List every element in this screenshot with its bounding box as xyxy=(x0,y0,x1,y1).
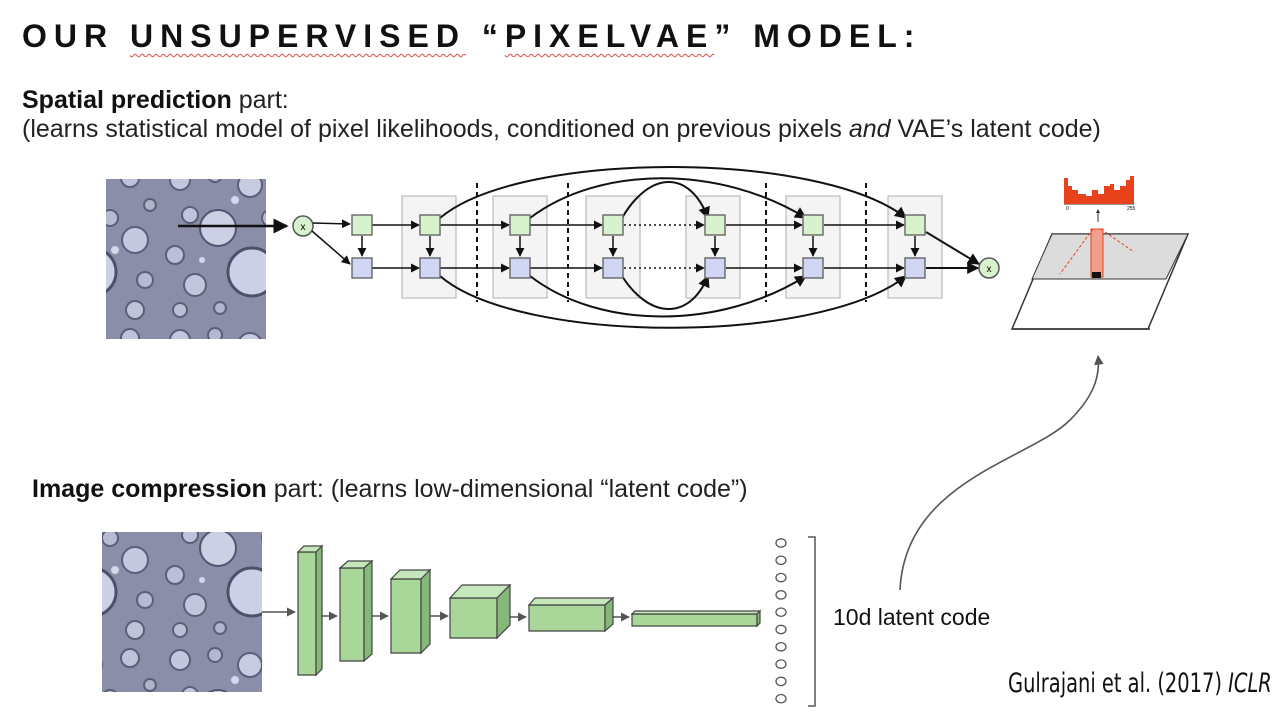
latent-unit-circle xyxy=(775,538,787,548)
block-separators xyxy=(476,183,867,302)
output-merge-node xyxy=(978,257,1000,279)
latent-code-label: 10d latent code xyxy=(833,604,991,630)
layer-group-boxes xyxy=(401,195,943,299)
pixel-histogram: 0 255 xyxy=(1064,176,1136,222)
encoder-layers xyxy=(296,544,762,677)
latent-bracket xyxy=(808,536,816,707)
pixelcnn-nodes xyxy=(351,214,926,279)
latent-unit-circle xyxy=(775,572,787,583)
pixel-plane xyxy=(1010,228,1190,330)
latent-unit-circle xyxy=(775,641,787,652)
latent-unit-circle xyxy=(775,659,787,669)
skip-connections xyxy=(439,166,907,329)
input-merge-node xyxy=(292,215,314,237)
output-merge-symbol: x xyxy=(987,264,992,275)
latent-to-pixelcnn-arrow xyxy=(899,355,1104,591)
latent-unit-circle xyxy=(775,676,787,687)
latent-unit-circle xyxy=(775,624,787,635)
histogram-tick-max: 255 xyxy=(1127,206,1136,212)
latent-unit-circle xyxy=(775,693,787,704)
spatial-heading: Spatial prediction part: xyxy=(22,86,289,114)
citation: Gulrajani et al. (2017) ICLR xyxy=(1008,668,1272,699)
latent-unit-circle xyxy=(775,555,787,566)
spatial-description: (learns statistical model of pixel likel… xyxy=(22,115,1101,143)
latent-unit-circle xyxy=(775,590,787,600)
compression-heading: Image compression part: (learns low-dime… xyxy=(32,475,748,503)
latent-units xyxy=(775,538,787,704)
encoder-input-image xyxy=(102,532,262,692)
latent-unit-circle xyxy=(775,607,787,618)
forward-connections xyxy=(357,220,981,274)
input-merge-symbol: x xyxy=(301,222,306,233)
input-texture-image xyxy=(106,179,266,339)
slide-title: OUR UNSUPERVISED “PIXELVAE” MODEL: xyxy=(22,18,922,54)
histogram-tick-min: 0 xyxy=(1066,206,1069,212)
